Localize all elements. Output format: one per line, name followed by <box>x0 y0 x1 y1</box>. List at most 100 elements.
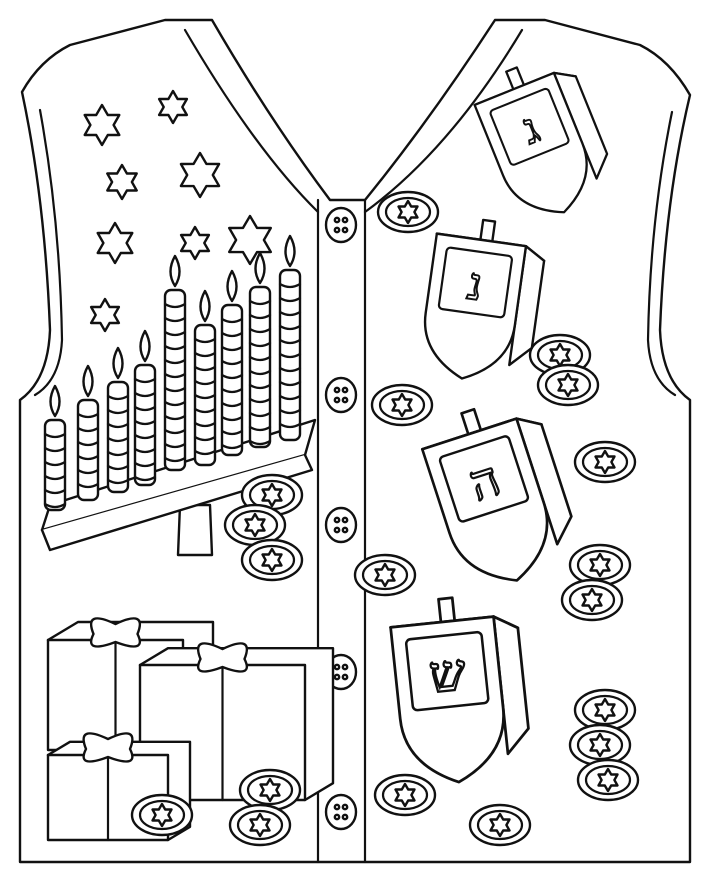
candle-stripe <box>220 359 244 366</box>
candle-stripe <box>76 468 100 475</box>
flame-icon <box>82 364 94 398</box>
coin-rim <box>476 809 524 841</box>
candle-stripe <box>106 422 130 429</box>
candle-stripe <box>163 428 187 435</box>
candle-stripe <box>76 412 100 419</box>
flame-icon <box>139 329 151 363</box>
button-hole <box>333 663 341 671</box>
candle-stripe <box>193 379 217 386</box>
candle <box>248 285 272 449</box>
candle-stripe <box>133 475 157 482</box>
candle-stripe <box>278 394 302 401</box>
coin-rim <box>361 559 409 591</box>
coin-star-icon <box>261 547 283 573</box>
flame-icon <box>254 251 266 285</box>
star-icon <box>89 297 121 333</box>
candle <box>163 288 187 472</box>
coin-star-icon <box>489 812 511 838</box>
coin-rim <box>581 694 629 726</box>
candle-stripe <box>220 373 244 380</box>
menorah <box>40 234 317 557</box>
button-hole <box>341 803 349 811</box>
dreidel-body <box>473 71 588 214</box>
candle-stripe <box>248 425 272 432</box>
dreidel: ה <box>420 407 573 582</box>
candle-stripe <box>278 282 302 289</box>
flame-icon <box>199 289 211 323</box>
flame-icon <box>112 346 124 380</box>
coin-star-icon <box>594 449 616 475</box>
button-hole <box>333 673 341 681</box>
button-hole <box>341 526 349 534</box>
candle-stripe <box>248 397 272 404</box>
coin-rim <box>384 196 432 228</box>
coin-star-icon <box>589 552 611 578</box>
button-hole <box>341 216 349 224</box>
dreidel: נ <box>423 218 546 380</box>
candle <box>193 323 217 467</box>
button-hole <box>333 386 341 394</box>
candle-stripe <box>43 460 67 467</box>
candle-stripe <box>193 449 217 456</box>
button <box>324 793 358 831</box>
star-icon <box>106 163 138 201</box>
candle-stripe <box>248 341 272 348</box>
candle-stripe <box>248 299 272 306</box>
button-hole <box>333 216 341 224</box>
button <box>324 376 358 414</box>
candle-stripe <box>248 439 272 446</box>
button-hole <box>341 226 349 234</box>
candle-stripe <box>278 324 302 331</box>
candle-stripe <box>163 442 187 449</box>
gift-bow <box>196 642 249 673</box>
candle-stripe <box>278 366 302 373</box>
button <box>324 206 358 244</box>
dreidel: ג <box>473 66 609 214</box>
button-hole <box>333 813 341 821</box>
candle-stripe <box>163 344 187 351</box>
candle-stripe <box>43 502 67 509</box>
candle-stripe <box>133 377 157 384</box>
coin-rim <box>544 369 592 401</box>
menorah-base <box>40 418 317 532</box>
candle <box>220 303 244 457</box>
candle-stripe <box>193 365 217 372</box>
candle-stripe <box>248 383 272 390</box>
coin-star-icon <box>589 732 611 758</box>
star-icon <box>179 151 221 199</box>
star-icon <box>83 103 121 147</box>
coin-star-icon <box>594 697 616 723</box>
candle-stripe <box>163 386 187 393</box>
candle-stripe <box>278 380 302 387</box>
coin-rim <box>381 779 429 811</box>
candle-stripe <box>220 401 244 408</box>
stars-group <box>83 89 272 333</box>
candle-stripe <box>133 461 157 468</box>
star-icon <box>179 225 211 261</box>
gift-bow <box>89 617 142 648</box>
dreidel-body <box>389 615 505 784</box>
coin-star-icon <box>394 782 416 808</box>
coin-rim <box>584 764 632 796</box>
candle-stripe <box>220 429 244 436</box>
button-hole <box>333 803 341 811</box>
coin-star-icon <box>259 777 281 803</box>
coin-rim <box>138 799 186 831</box>
dreidel-letter: ש <box>427 642 469 704</box>
candle-stripe <box>163 302 187 309</box>
candle-stripe <box>193 337 217 344</box>
candle-stripe <box>43 432 67 439</box>
candle-stripe <box>278 422 302 429</box>
candle-stripe <box>133 391 157 398</box>
coin-rim <box>568 584 616 616</box>
candle-stripe <box>248 313 272 320</box>
coin-rim <box>576 729 624 761</box>
coin-rim <box>248 544 296 576</box>
candle-stripe <box>76 426 100 433</box>
dreidel-panel <box>489 87 570 166</box>
candle-stripe <box>163 400 187 407</box>
star-icon <box>96 221 134 265</box>
coin-star-icon <box>597 767 619 793</box>
candle-stripe <box>193 351 217 358</box>
candle-stripe <box>163 316 187 323</box>
